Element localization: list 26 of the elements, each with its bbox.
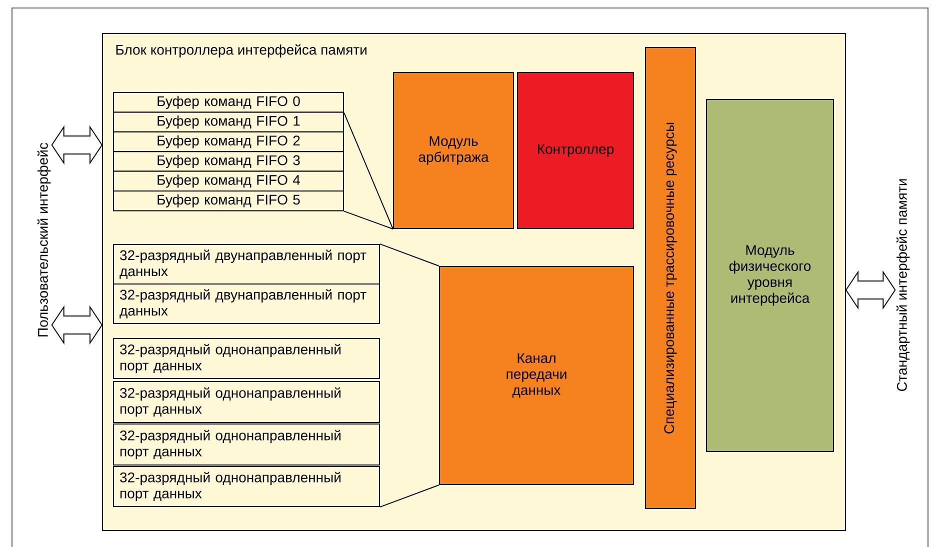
connector-line <box>380 244 440 266</box>
module-box: Контроллер <box>517 72 634 229</box>
double-arrow <box>51 125 103 165</box>
side-label: Пользовательский интерфейс <box>37 142 51 336</box>
port-box: 32-разрядный однонаправленный порт данных <box>113 466 380 507</box>
connector-line <box>344 210 394 230</box>
connector-line <box>380 484 440 508</box>
port-box: 32-разрядный однонаправленный порт данных <box>113 338 380 379</box>
fifo-buffer-box: Буфер команд FIFO 1 <box>113 112 344 132</box>
side-label: Стандартный интерфейс памяти <box>896 179 910 392</box>
port-box: 32-разрядный однонаправленный порт данных <box>113 424 380 466</box>
module-box: Канал передачи данных <box>439 266 634 485</box>
module-box: Модуль физического уровня интерфейса <box>706 99 834 452</box>
port-box: 32-разрядный двунаправленный порт данных <box>113 244 380 284</box>
fifo-buffer-box: Буфер команд FIFO 5 <box>113 190 344 212</box>
fifo-buffer-box: Буфер команд FIFO 2 <box>113 131 344 152</box>
port-box: 32-разрядный однонаправленный порт данных <box>113 381 380 423</box>
connector-line <box>344 112 394 230</box>
fifo-buffer-box: Буфер команд FIFO 3 <box>113 151 344 172</box>
fifo-buffer-box: Буфер команд FIFO 4 <box>113 170 344 192</box>
block-title: Блок контроллера интерфейса памяти <box>116 44 366 58</box>
double-arrow <box>51 305 103 345</box>
routing-bar: Специализированные трассировочные ресурсы <box>645 47 696 509</box>
fifo-buffer-box: Буфер команд FIFO 0 <box>113 92 344 113</box>
module-box: Модуль арбитража <box>393 72 514 229</box>
port-box: 32-разрядный двунаправленный порт данных <box>113 284 380 324</box>
